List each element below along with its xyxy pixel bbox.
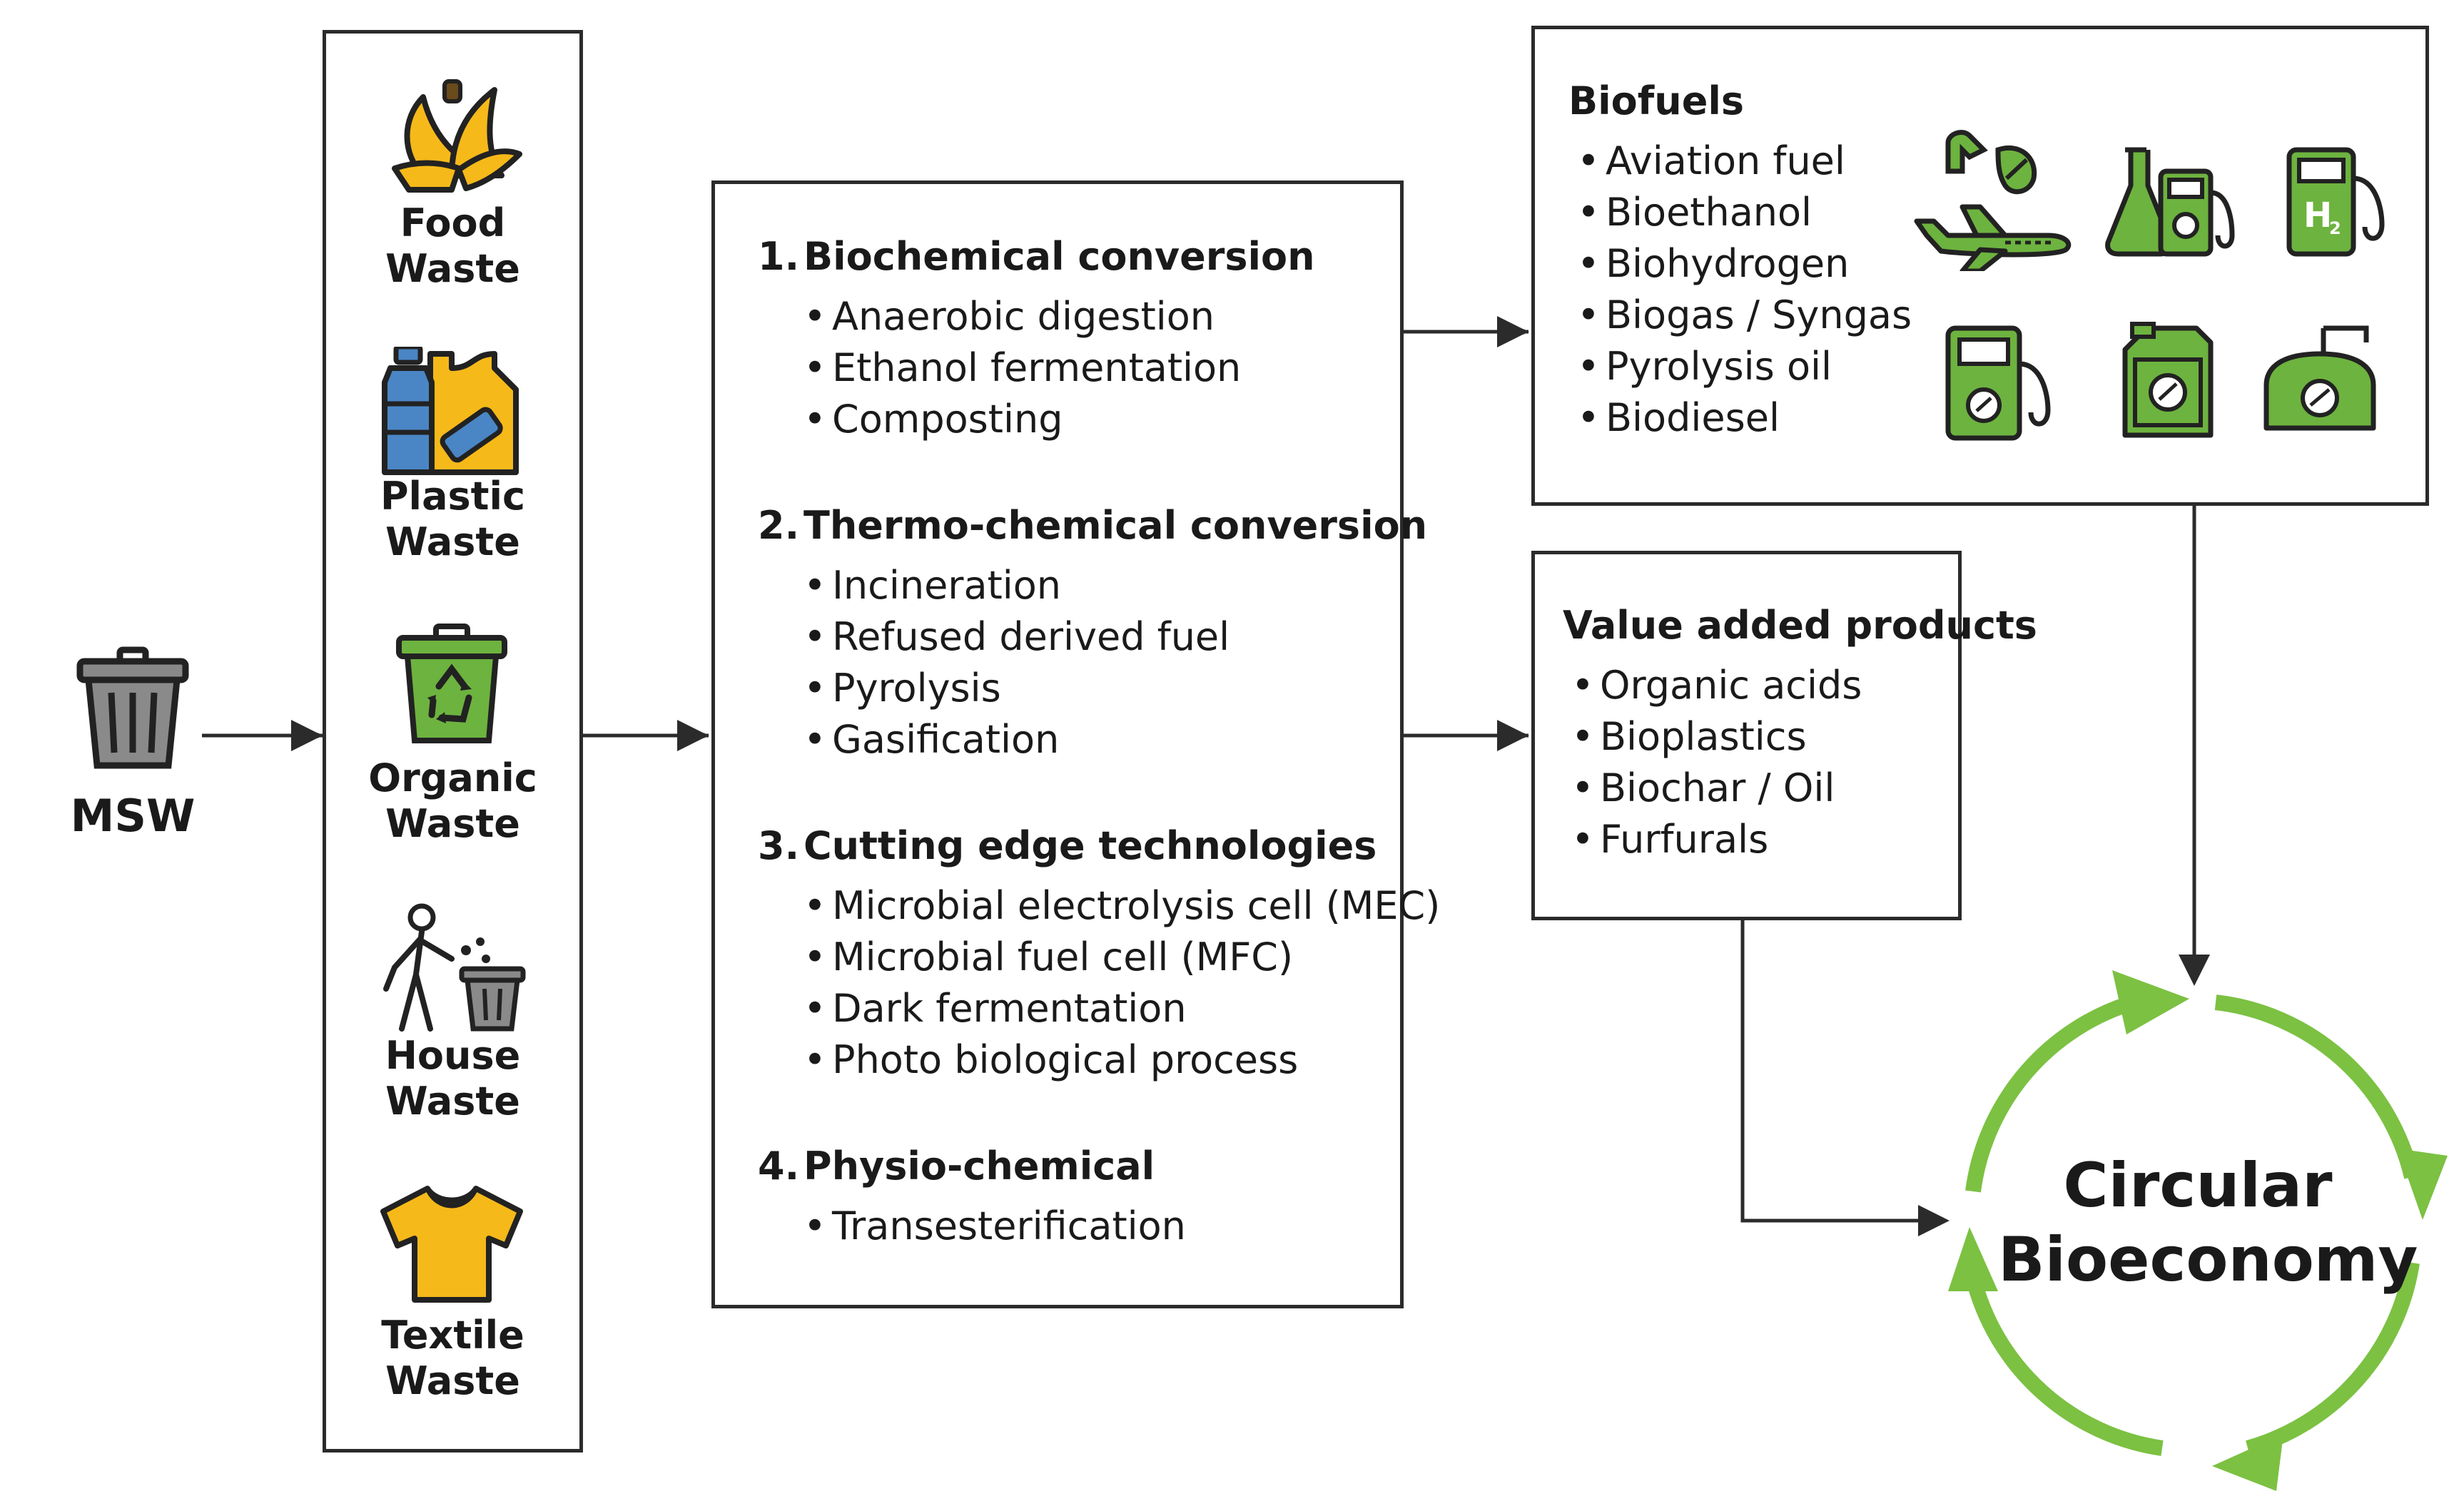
list-item: Incineration xyxy=(803,563,1061,609)
section-title-cutting-edge: 3.Cutting edge technologies xyxy=(758,823,1377,868)
tshirt-icon xyxy=(380,1183,523,1307)
section-title-physio-chemical: 4.Physio-chemical xyxy=(758,1144,1155,1189)
list-item: Anaerobic digestion xyxy=(803,294,1215,340)
bioethanol-icon xyxy=(2104,143,2246,260)
list-item: Refused derived fuel xyxy=(803,614,1230,660)
ring-arrowhead xyxy=(2398,1149,2448,1220)
list-item: Pyrolysis oil xyxy=(1577,344,1832,390)
biofuels-title: Biofuels xyxy=(1568,78,1744,123)
list-item: Bioplastics xyxy=(1571,714,1807,760)
list-item: Composting xyxy=(803,397,1063,442)
list-item: Organic acids xyxy=(1571,663,1862,708)
list-item: Microbial electrolysis cell (MEC) xyxy=(803,883,1440,929)
list-item: Biochar / Oil xyxy=(1571,765,1835,811)
value-added-title: Value added products xyxy=(1563,603,2037,648)
ring-arrowhead xyxy=(2212,1434,2283,1491)
msw-label: MSW xyxy=(70,790,196,842)
section-title-biochemical: 1.Biochemical conversion xyxy=(758,234,1315,279)
plastic-bottle-bag-icon xyxy=(380,344,523,478)
list-item: Bioethanol xyxy=(1577,190,1812,235)
h2-subscript: 2 xyxy=(2329,218,2341,238)
h2-label: H xyxy=(2303,195,2332,235)
list-item: Biodiesel xyxy=(1577,395,1780,441)
list-item: Transesterification xyxy=(803,1204,1186,1249)
list-item: Photo biological process xyxy=(803,1037,1298,1083)
list-item: Gasification xyxy=(803,717,1059,763)
arrow-value-added-to-circular xyxy=(1740,918,1947,1223)
list-item: Microbial fuel cell (MFC) xyxy=(803,935,1293,980)
ring-arrowhead xyxy=(2112,970,2189,1034)
list-item: Biogas / Syngas xyxy=(1577,292,1912,338)
pyrolysis-oil-pump-icon xyxy=(1941,321,2062,445)
biohydrogen-icon: H 2 xyxy=(2282,143,2396,260)
recycle-bin-icon xyxy=(395,624,509,748)
section-title-thermochemical: 2.Thermo-chemical conversion xyxy=(758,503,1428,548)
list-item: Biohydrogen xyxy=(1577,241,1849,287)
list-item: Pyrolysis xyxy=(803,666,1001,711)
person-trash-icon xyxy=(373,903,530,1034)
trash-bin-icon xyxy=(76,646,190,774)
list-item: Furfurals xyxy=(1571,817,1768,863)
list-item: Dark fermentation xyxy=(803,986,1187,1032)
aviation-fuel-icon xyxy=(1912,128,2077,274)
list-item: Ethanol fermentation xyxy=(803,345,1241,391)
list-item: Aviation fuel xyxy=(1577,138,1845,184)
biodiesel-canister-icon xyxy=(2118,321,2218,445)
biogas-tank-icon xyxy=(2259,321,2381,445)
ring-arrowhead xyxy=(1948,1227,1998,1291)
banana-peel-icon xyxy=(380,76,523,200)
